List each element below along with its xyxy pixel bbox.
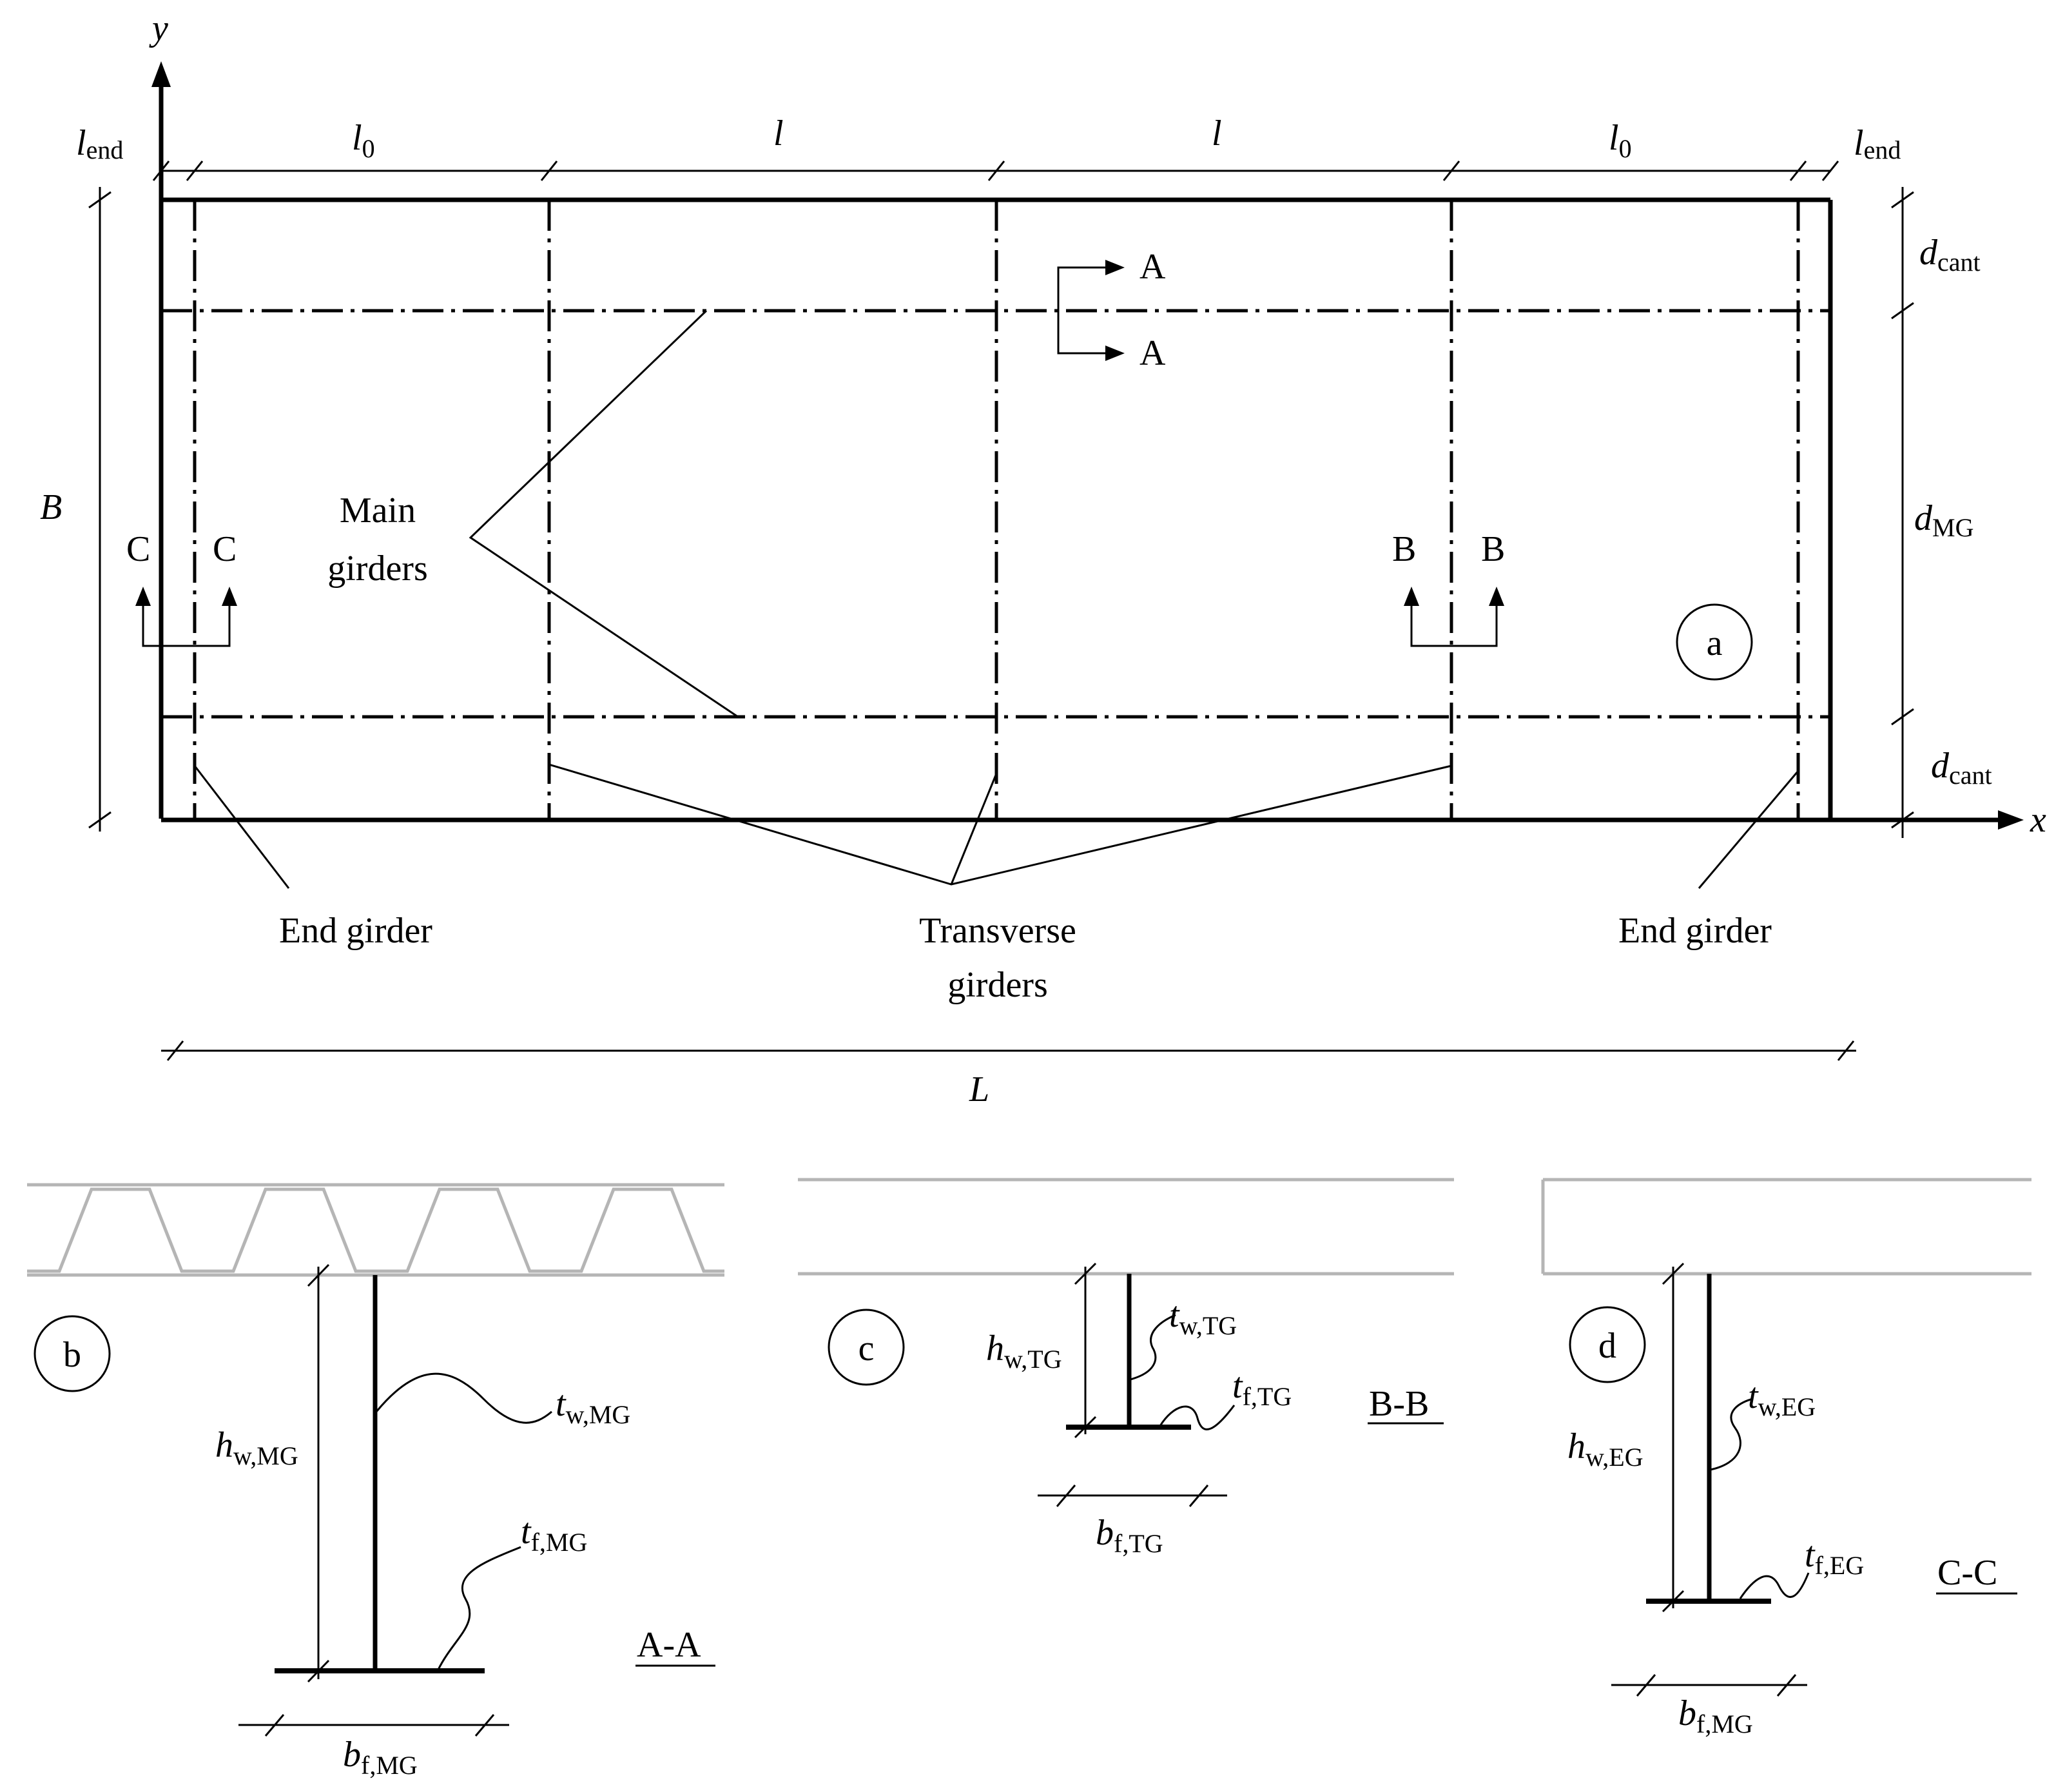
b-f-MG-label-d: bf,MG (1678, 1693, 1753, 1738)
section-title-C-C: C-C (1937, 1553, 1997, 1593)
dim-B: B (40, 487, 62, 527)
x-axis-label: x (2030, 800, 2046, 840)
section-C-left-label: C (126, 529, 150, 569)
panel-tag-d-circle (1569, 1306, 1646, 1383)
section-title-A-A: A-A (637, 1625, 701, 1665)
section-d-end-girder: d hw,EG tw,EG tf,EG bf,MG C-C (1541, 1178, 2031, 1738)
b-f-MG-label: bf,MG (343, 1735, 418, 1780)
t-f-leader (1159, 1405, 1236, 1430)
panel-tag-c-circle (828, 1309, 905, 1386)
panel-tag-b: b (63, 1335, 81, 1375)
main-girders-label-line2: girders (327, 549, 428, 589)
t-w-EG-label: tw,EG (1748, 1376, 1816, 1421)
dim-l0-left: l0 (352, 118, 375, 163)
dim-l0-right: l0 (1609, 118, 1632, 163)
panel-tag-a: a (1707, 623, 1723, 663)
main-girders-label-line1: Main (340, 491, 416, 531)
dim-d-cant-bottom: dcant (1931, 746, 1992, 790)
trapezoidal-stiffeners (27, 1187, 724, 1273)
panel-tag-b-circle (34, 1315, 111, 1392)
h-w-EG-label: hw,EG (1567, 1427, 1643, 1472)
section-marker-B (1404, 587, 1504, 647)
x-axis-arrowhead (1998, 810, 2024, 830)
section-C-right-label: C (213, 529, 237, 569)
t-f-EG-label: tf,EG (1805, 1535, 1864, 1580)
panel-tag-a-circle (1676, 603, 1753, 681)
section-A-top-label: A (1139, 247, 1166, 287)
section-b-main-girder: b hw,MG tw,MG tf,MG bf,MG A-A (27, 1183, 724, 1780)
dim-d-cant-top: dcant (1919, 233, 1981, 277)
t-f-leader (437, 1546, 521, 1670)
h-w-TG-label: hw,TG (986, 1329, 1062, 1374)
bottom-dimension-line (161, 1040, 1856, 1061)
panel-tag-d: d (1598, 1326, 1616, 1366)
transverse-girders-label-line2: girders (947, 965, 1048, 1005)
end-girder-left-label: End girder (279, 911, 432, 951)
transverse-girders-leader (548, 763, 1452, 886)
panel-tag-c: c (858, 1329, 875, 1368)
end-girder-right-label: End girder (1618, 911, 1772, 951)
t-w-TG-label: tw,TG (1169, 1295, 1237, 1340)
section-marker-C (135, 587, 237, 647)
end-girder-right-leader (1698, 770, 1799, 889)
section-B-left-label: B (1392, 529, 1416, 569)
section-title-B-B: B-B (1369, 1384, 1429, 1424)
t-w-MG-label: tw,MG (556, 1384, 630, 1429)
dim-L: L (969, 1069, 989, 1109)
main-girders-leader (469, 309, 739, 718)
plan-view: y x lend l0 l l l0 le (40, 8, 2046, 1109)
section-A-bottom-label: A (1139, 333, 1166, 373)
section-marker-A (1057, 260, 1125, 361)
t-w-leader (1710, 1398, 1754, 1471)
y-axis-arrowhead (151, 61, 171, 87)
t-w-leader (375, 1372, 552, 1424)
left-dimension-line (88, 187, 111, 832)
transverse-girders-label-line1: Transverse (919, 911, 1076, 951)
t-f-leader (1739, 1572, 1810, 1599)
h-w-MG-label: hw,MG (215, 1425, 298, 1470)
y-axis-label: y (149, 8, 168, 48)
b-f-TG-label: bf,TG (1096, 1513, 1163, 1558)
dim-l-end-right: lend (1854, 123, 1901, 164)
section-B-right-label: B (1481, 529, 1505, 569)
dim-l-1: l (773, 113, 784, 153)
end-girder-left-leader (193, 765, 290, 889)
t-f-MG-label: tf,MG (521, 1512, 587, 1557)
t-w-leader (1130, 1314, 1176, 1381)
top-dimension-line (152, 161, 1839, 181)
dim-l-2: l (1212, 113, 1222, 153)
section-c-transverse-girder: c hw,TG tw,TG tf,TG bf,TG B-B (798, 1178, 1454, 1558)
dim-l-end-left: lend (76, 123, 123, 164)
t-f-TG-label: tf,TG (1232, 1366, 1292, 1411)
dim-d-MG: dMG (1914, 498, 1973, 542)
right-dimension-line (1891, 187, 1914, 838)
